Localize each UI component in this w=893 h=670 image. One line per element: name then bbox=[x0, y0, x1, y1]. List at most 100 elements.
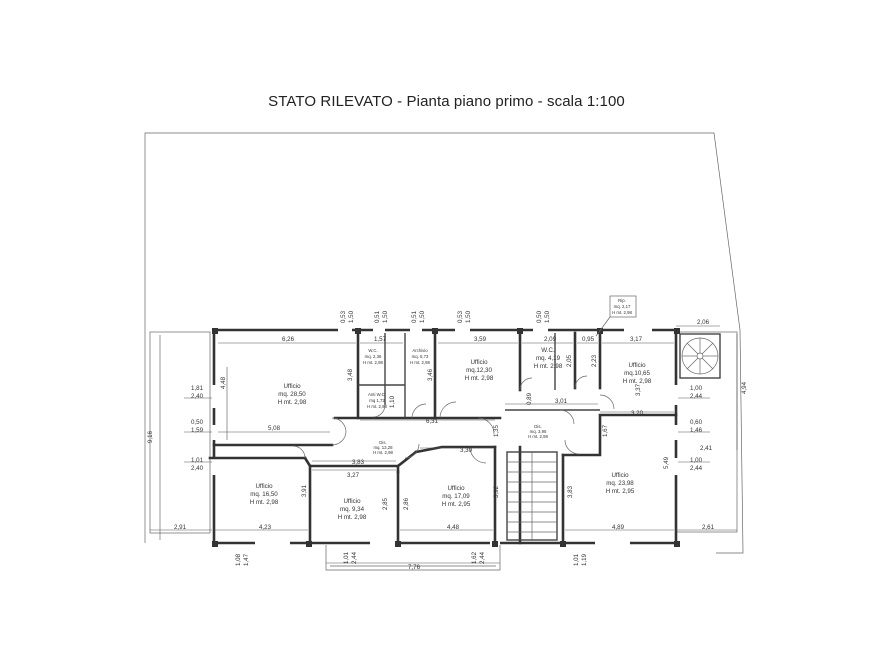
svg-text:2,44: 2,44 bbox=[351, 551, 358, 564]
svg-text:1,35: 1,35 bbox=[493, 424, 500, 437]
svg-text:1,46: 1,46 bbox=[690, 427, 703, 434]
page-title: STATO RILEVATO - Pianta piano primo - sc… bbox=[268, 93, 625, 110]
svg-text:0,53: 0,53 bbox=[457, 310, 464, 323]
svg-text:0,95: 0,95 bbox=[582, 336, 595, 343]
svg-text:0,50: 0,50 bbox=[191, 419, 204, 426]
room-dis-13: Dis. mq. 13,28 H mt. 2,98 bbox=[373, 440, 393, 455]
vertical-dimension-labels: 4,48 3,48 3,46 1,10 2,05 2,23 3,37 1,67 … bbox=[147, 310, 748, 566]
svg-text:Dis.: Dis. bbox=[534, 424, 541, 429]
rip-callout-line bbox=[595, 316, 611, 337]
room-dis-3: Dis. mq. 3,95 H mt. 2,98 bbox=[528, 424, 548, 439]
svg-text:2,44: 2,44 bbox=[479, 551, 486, 564]
interior-walls bbox=[208, 331, 678, 545]
svg-text:1,01: 1,01 bbox=[191, 457, 204, 464]
svg-text:mq. 28,50: mq. 28,50 bbox=[278, 391, 306, 398]
svg-text:3,48: 3,48 bbox=[347, 368, 354, 381]
svg-text:3,37: 3,37 bbox=[635, 383, 642, 396]
svg-text:Anti W.C.: Anti W.C. bbox=[368, 392, 386, 397]
room-archivio: Archivio mq. 5,73 H mt. 2,98 bbox=[410, 348, 430, 365]
svg-text:mq. 2,17: mq. 2,17 bbox=[614, 304, 631, 309]
svg-text:1,59: 1,59 bbox=[191, 427, 204, 434]
svg-text:4,48: 4,48 bbox=[447, 524, 460, 531]
door-swings bbox=[292, 375, 615, 464]
svg-text:H mt. 2,98: H mt. 2,98 bbox=[534, 363, 563, 370]
svg-text:2,40: 2,40 bbox=[191, 465, 204, 472]
svg-text:mq. 5,73: mq. 5,73 bbox=[412, 354, 429, 359]
svg-text:3,46: 3,46 bbox=[427, 368, 434, 381]
svg-text:Ufficio: Ufficio bbox=[343, 498, 361, 505]
svg-text:Ufficio: Ufficio bbox=[611, 472, 629, 479]
room-ufficio-9: Ufficio mq. 9,34 H mt. 2,98 bbox=[338, 498, 367, 521]
svg-text:3,27: 3,27 bbox=[347, 472, 360, 479]
svg-text:2,05: 2,05 bbox=[566, 354, 573, 367]
svg-text:W.C.: W.C. bbox=[541, 347, 555, 354]
svg-text:W.C.: W.C. bbox=[368, 348, 377, 353]
svg-text:mq.10,65: mq.10,65 bbox=[624, 370, 650, 377]
dimension-labels: 6,26 1,57 3,59 2,09 0,95 3,17 2,06 5,08 … bbox=[174, 319, 715, 571]
spiral-staircase bbox=[679, 333, 721, 379]
svg-text:H mt. 2,98: H mt. 2,98 bbox=[363, 360, 383, 365]
pillars bbox=[212, 328, 680, 547]
svg-text:2,41: 2,41 bbox=[700, 445, 713, 452]
svg-text:3,83: 3,83 bbox=[567, 485, 574, 498]
svg-text:2,09: 2,09 bbox=[544, 336, 557, 343]
svg-text:0,89: 0,89 bbox=[526, 392, 533, 405]
room-anti-wc: Anti W.C. mq 1,72 H mt. 2,98 bbox=[367, 392, 387, 409]
svg-text:4,89: 4,89 bbox=[612, 524, 625, 531]
svg-text:7,76: 7,76 bbox=[408, 564, 421, 571]
svg-text:Ufficio: Ufficio bbox=[470, 359, 488, 366]
svg-text:1,08: 1,08 bbox=[235, 553, 242, 566]
svg-text:mq. 9,34: mq. 9,34 bbox=[340, 506, 365, 513]
svg-text:H mt. 2,98: H mt. 2,98 bbox=[612, 310, 632, 315]
svg-text:3,30: 3,30 bbox=[460, 447, 473, 454]
svg-text:mq. 17,09: mq. 17,09 bbox=[442, 493, 470, 500]
svg-text:3,92: 3,92 bbox=[493, 485, 500, 498]
svg-text:1,10: 1,10 bbox=[389, 395, 396, 408]
room-ufficio-10: Ufficio mq.10,65 H mt. 2,98 bbox=[623, 362, 652, 385]
svg-text:H mt. 2,98: H mt. 2,98 bbox=[623, 378, 652, 385]
svg-text:4,94: 4,94 bbox=[741, 381, 748, 394]
room-ufficio-23: Ufficio mq. 23,98 H mt. 2,95 bbox=[606, 472, 635, 495]
svg-text:1,50: 1,50 bbox=[465, 310, 472, 323]
svg-text:1,50: 1,50 bbox=[419, 310, 426, 323]
svg-text:H mt. 2,95: H mt. 2,95 bbox=[606, 488, 635, 495]
room-wc-2: W.C. mq. 4,19 H mt. 2,98 bbox=[534, 347, 563, 370]
balcony-bottom bbox=[325, 545, 501, 571]
svg-text:2,91: 2,91 bbox=[174, 524, 187, 531]
svg-text:1,00: 1,00 bbox=[690, 457, 703, 464]
svg-text:H mt. 2,95: H mt. 2,95 bbox=[442, 501, 471, 508]
rip-callout-box bbox=[609, 295, 637, 318]
room-ufficio-17: Ufficio mq. 17,09 H mt. 2,95 bbox=[442, 485, 471, 508]
svg-text:5,49: 5,49 bbox=[663, 456, 670, 469]
svg-text:Ufficio: Ufficio bbox=[255, 483, 273, 490]
svg-text:2,23: 2,23 bbox=[591, 354, 598, 367]
svg-text:0,50: 0,50 bbox=[536, 310, 543, 323]
svg-text:mq.12,30: mq.12,30 bbox=[466, 367, 492, 374]
svg-text:mq. 4,19: mq. 4,19 bbox=[536, 355, 561, 362]
svg-text:H mt. 2,98: H mt. 2,98 bbox=[278, 399, 307, 406]
svg-text:1,50: 1,50 bbox=[544, 310, 551, 323]
balcony-left bbox=[149, 331, 211, 534]
svg-text:H mt. 2,98: H mt. 2,98 bbox=[367, 404, 387, 409]
svg-text:1,81: 1,81 bbox=[191, 385, 204, 392]
svg-text:H mt. 2,98: H mt. 2,98 bbox=[528, 434, 548, 439]
svg-text:H mt. 2,98: H mt. 2,98 bbox=[338, 514, 367, 521]
svg-text:6,31: 6,31 bbox=[426, 418, 439, 425]
svg-text:H mt. 2,98: H mt. 2,98 bbox=[410, 360, 430, 365]
svg-text:1,67: 1,67 bbox=[602, 424, 609, 437]
svg-text:0,51: 0,51 bbox=[411, 310, 418, 323]
svg-text:1,01: 1,01 bbox=[343, 551, 350, 564]
room-ufficio-12: Ufficio mq.12,30 H mt. 2,98 bbox=[465, 359, 494, 382]
svg-text:5,08: 5,08 bbox=[268, 425, 281, 432]
svg-text:0,60: 0,60 bbox=[690, 419, 703, 426]
svg-text:3,01: 3,01 bbox=[555, 398, 568, 405]
room-ufficio-28: Ufficio mq. 28,50 H mt. 2,98 bbox=[278, 383, 307, 406]
svg-text:0,53: 0,53 bbox=[340, 310, 347, 323]
room-wc-1: W.C. mq. 2,36 H mt. 2,98 bbox=[363, 348, 383, 365]
svg-text:2,85: 2,85 bbox=[382, 497, 389, 510]
staircase bbox=[506, 451, 558, 541]
svg-text:6,26: 6,26 bbox=[282, 336, 295, 343]
svg-text:1,47: 1,47 bbox=[243, 553, 250, 566]
svg-text:1,57: 1,57 bbox=[374, 336, 387, 343]
